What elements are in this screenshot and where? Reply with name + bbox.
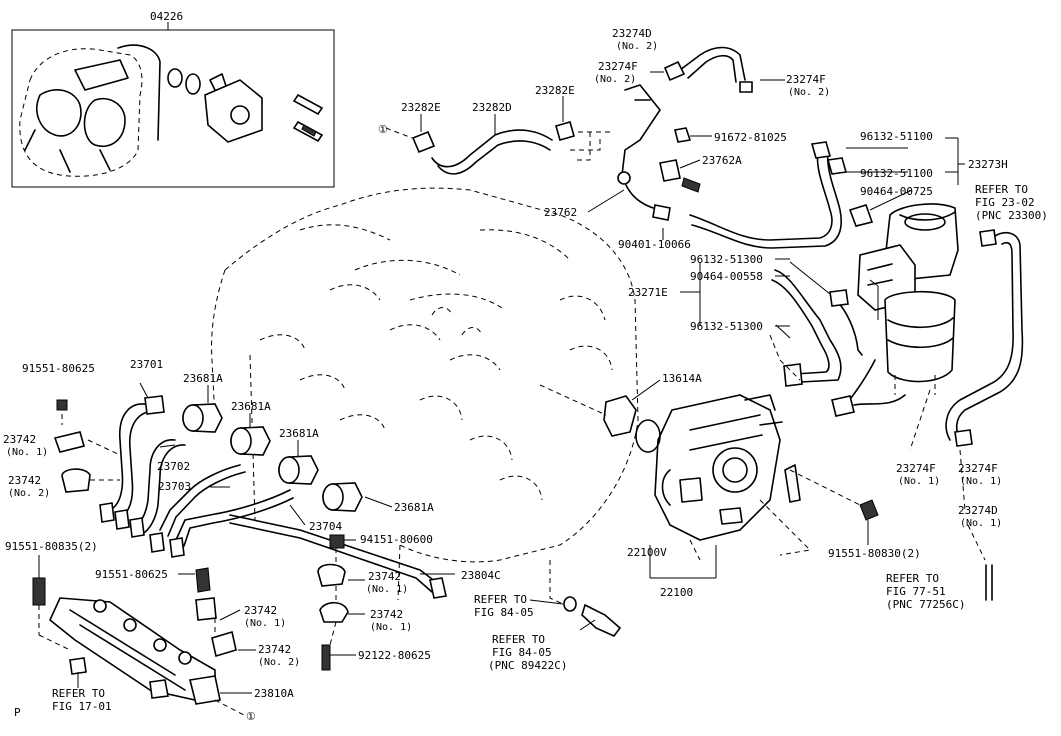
ref-fig84b-line1[interactable]: REFER TO [492, 633, 545, 646]
tube-77256c [967, 524, 993, 601]
label-94151[interactable]: 94151-80600 [360, 533, 433, 546]
sensor-89422 [529, 560, 622, 637]
label-23274d-top-no: (No. 2) [616, 41, 658, 52]
label-90401[interactable]: 90401-10066 [618, 238, 691, 251]
label-23274f-r2-no: (No. 1) [960, 476, 1002, 487]
label-23274d-r[interactable]: 23274D [958, 504, 998, 517]
injection-pipes [99, 395, 447, 599]
label-96132-b[interactable]: 96132-51100 [860, 167, 933, 180]
label-91551-80625-b[interactable]: 91551-80625 [95, 568, 168, 581]
label-23274f-a[interactable]: 23274F [598, 60, 638, 73]
ref-fig77-line3[interactable]: (PNC 77256C) [886, 598, 965, 611]
label-91672[interactable]: 91672-81025 [714, 131, 787, 144]
label-23274f-r2[interactable]: 23274F [958, 462, 998, 475]
label-23274f-a-no: (No. 2) [594, 74, 636, 85]
label-91551-80830[interactable]: 91551-80830(2) [828, 547, 921, 560]
label-91551-80625-a[interactable]: 91551-80625 [22, 362, 95, 375]
label-23742-l2-no: (No. 2) [8, 488, 50, 499]
label-92122[interactable]: 92122-80625 [358, 649, 431, 662]
label-90464-a[interactable]: 90464-00725 [860, 185, 933, 198]
bolt-91551-80830 [789, 469, 879, 545]
label-23810a[interactable]: 23810A [254, 687, 294, 700]
label-23274f-b-no: (No. 2) [788, 87, 830, 98]
labels: ① 23282E 23282D 23282E 23274D (No. 2) 23… [3, 27, 1048, 723]
inset-04226: 04226 [11, 10, 335, 188]
clamps-middle [178, 534, 455, 671]
label-96132-a[interactable]: 96132-51100 [860, 130, 933, 143]
part-13614a [539, 379, 661, 437]
label-23742-m1[interactable]: 23742 [368, 570, 401, 583]
ref-fig84a-line2[interactable]: FIG 84-05 [474, 606, 534, 619]
label-96132-d[interactable]: 96132-51300 [690, 320, 763, 333]
label-96132-c[interactable]: 96132-51300 [690, 253, 763, 266]
ref-fig23-line3[interactable]: (PNC 23300) [975, 209, 1048, 222]
label-23274f-b[interactable]: 23274F [786, 73, 826, 86]
page-marker: P [14, 706, 21, 719]
label-22100[interactable]: 22100 [660, 586, 693, 599]
label-23274f-r1[interactable]: 23274F [896, 462, 936, 475]
label-90464-b[interactable]: 90464-00558 [690, 270, 763, 283]
ref-fig17-line1[interactable]: REFER TO [52, 687, 105, 700]
label-23742-m2[interactable]: 23742 [244, 604, 277, 617]
circle-ref-bottom: ① [246, 710, 256, 723]
label-13614a[interactable]: 13614A [662, 372, 702, 385]
ref-fig84b-line2[interactable]: FIG 84-05 [492, 646, 552, 659]
circle-ref-top: ① [378, 123, 388, 136]
label-23282e-b[interactable]: 23282E [535, 84, 575, 97]
label-23701[interactable]: 23701 [130, 358, 163, 371]
label-23742-l1-no: (No. 1) [6, 447, 48, 458]
engine-block [211, 187, 639, 601]
label-22100v[interactable]: 22100V [627, 546, 667, 559]
clamps-left [53, 382, 306, 526]
ref-fig84b-line3[interactable]: (PNC 89422C) [488, 659, 567, 672]
label-23762a[interactable]: 23762A [702, 154, 742, 167]
label-23742-l1[interactable]: 23742 [3, 433, 36, 446]
label-23742-m1-no: (No. 1) [366, 584, 408, 595]
label-23742-l2[interactable]: 23742 [8, 474, 41, 487]
label-23762[interactable]: 23762 [544, 206, 577, 219]
label-23742-m4[interactable]: 23742 [258, 643, 291, 656]
seal-23681a-group [182, 385, 393, 512]
label-23742-m2-no: (No. 1) [244, 618, 286, 629]
ref-fig23-line2[interactable]: FIG 23-02 [975, 196, 1035, 209]
ref-fig84a-line1[interactable]: REFER TO [474, 593, 527, 606]
label-23703[interactable]: 23703 [158, 480, 191, 493]
label-23681a-2[interactable]: 23681A [231, 400, 271, 413]
label-23271e[interactable]: 23271E [628, 286, 668, 299]
label-23681a-4[interactable]: 23681A [394, 501, 434, 514]
label-23681a-3[interactable]: 23681A [279, 427, 319, 440]
ref-fig77-line2[interactable]: FIG 77-51 [886, 585, 946, 598]
label-23282d[interactable]: 23282D [472, 101, 512, 114]
hose-23282-group [385, 96, 610, 175]
common-rail-23810a [32, 555, 252, 716]
inset-label: 04226 [150, 10, 183, 23]
bracket-23273h [680, 137, 965, 327]
label-23274d-r-no: (No. 1) [960, 518, 1002, 529]
ref-fig77-line1[interactable]: REFER TO [886, 572, 939, 585]
supply-pump-22100 [635, 394, 812, 579]
inset-frame [11, 29, 335, 188]
hose-23274-group [570, 46, 785, 240]
ref-fig23-line1[interactable]: REFER TO [975, 183, 1028, 196]
label-23704[interactable]: 23704 [309, 520, 342, 533]
fuel-filter-assembly [689, 141, 1024, 511]
label-23742-m4-no: (No. 2) [258, 657, 300, 668]
label-23702[interactable]: 23702 [157, 460, 190, 473]
label-23274d-top[interactable]: 23274D [612, 27, 652, 40]
label-91551-80835[interactable]: 91551-80835(2) [5, 540, 98, 553]
label-23274f-r1-no: (No. 1) [898, 476, 940, 487]
label-23804c[interactable]: 23804C [461, 569, 501, 582]
label-23681a-1[interactable]: 23681A [183, 372, 223, 385]
ref-fig17-line2[interactable]: FIG 17-01 [52, 700, 112, 713]
label-23742-m3[interactable]: 23742 [370, 608, 403, 621]
label-23282e-a[interactable]: 23282E [401, 101, 441, 114]
label-23273h[interactable]: 23273H [968, 158, 1008, 171]
label-23742-m3-no: (No. 1) [370, 622, 412, 633]
